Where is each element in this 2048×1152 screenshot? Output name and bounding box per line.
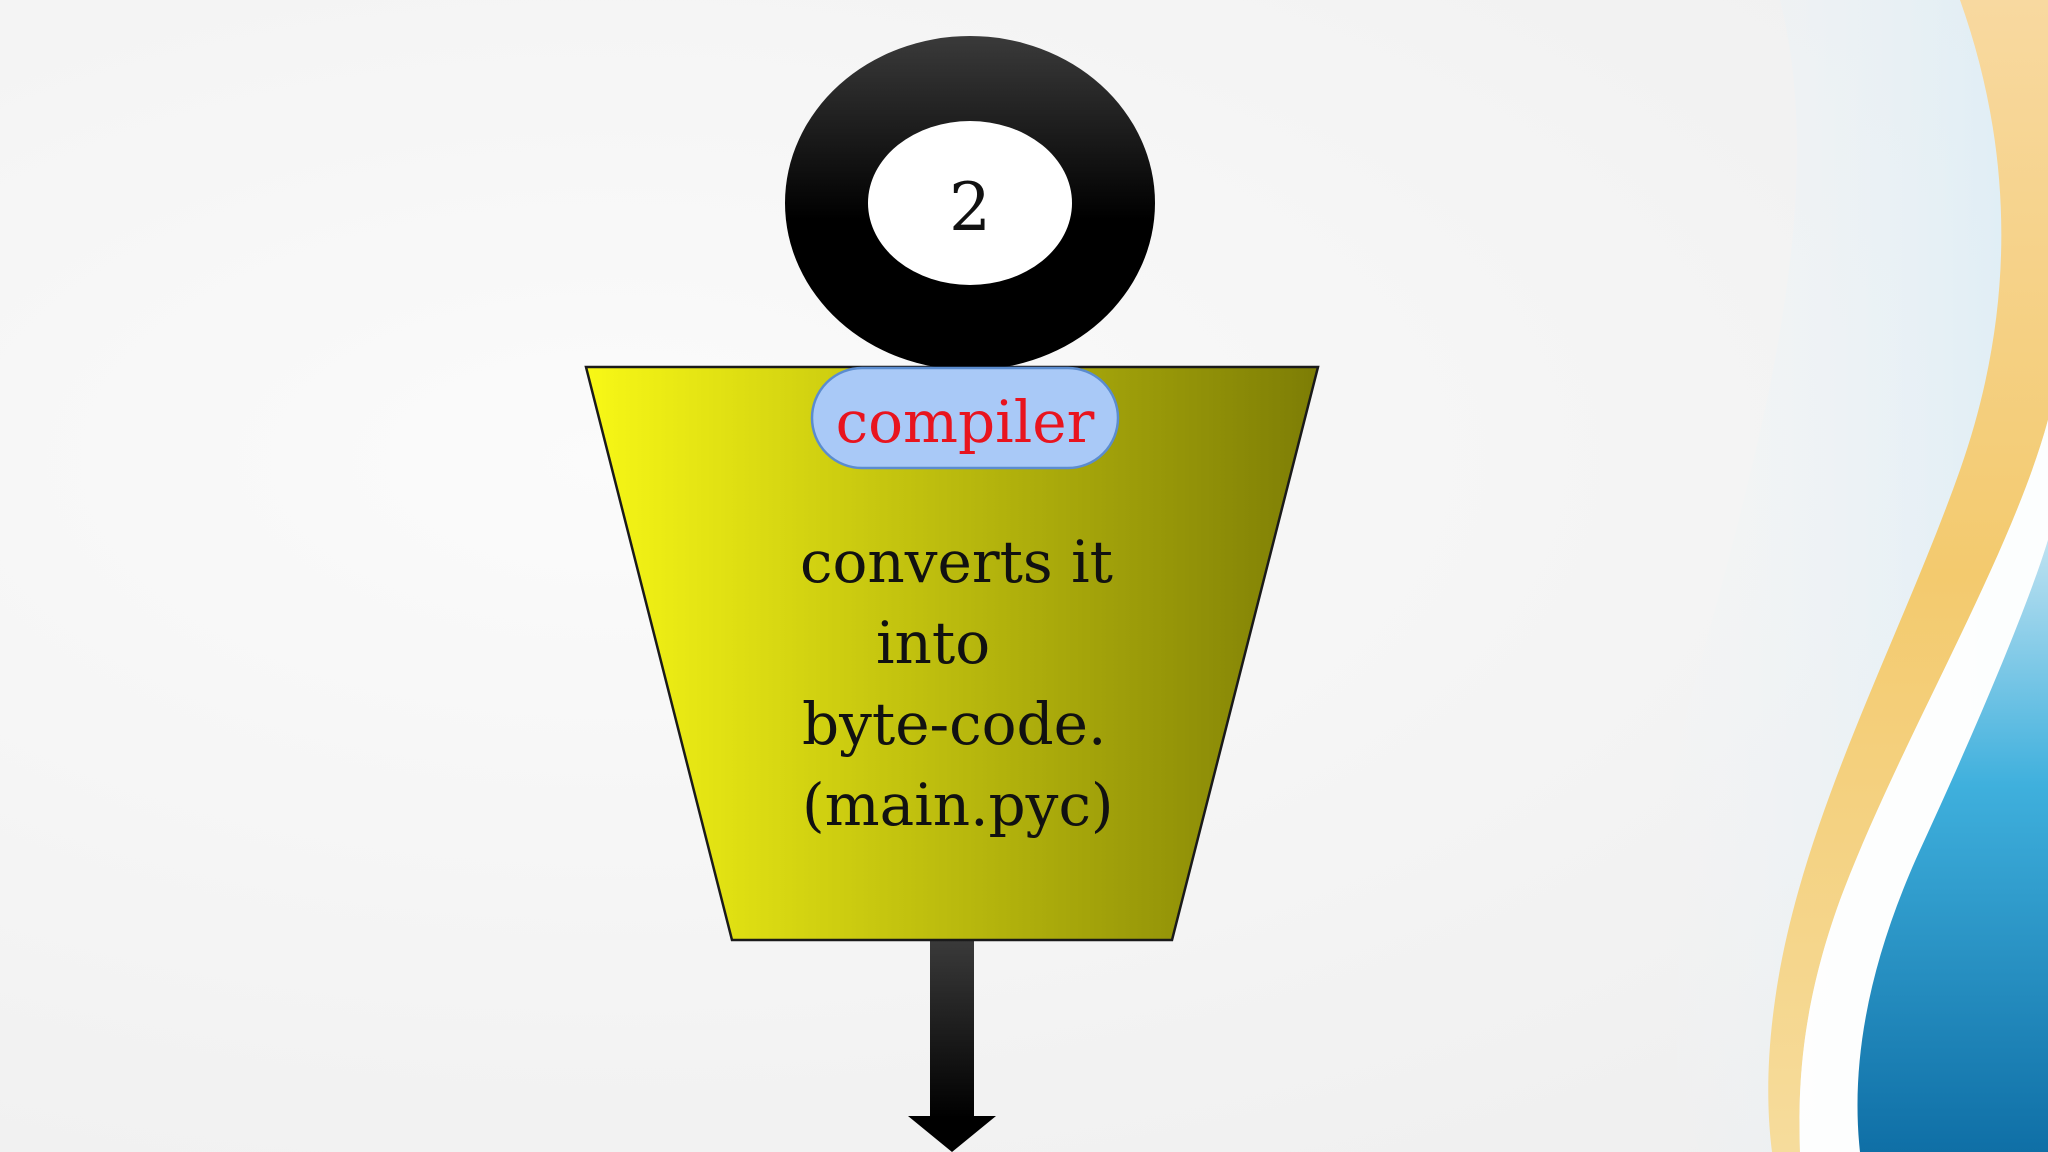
arrow-head	[908, 1116, 996, 1152]
description-line-3: byte-code.	[802, 690, 1106, 758]
description-line-2: into	[876, 609, 990, 677]
ring-inner	[868, 121, 1072, 285]
compiler-badge: compiler	[810, 366, 1120, 470]
decorative-wave-background	[1660, 0, 2048, 1152]
badge-pill	[810, 366, 1120, 470]
arrow-shaft	[930, 940, 974, 1118]
badge-label: compiler	[836, 388, 1095, 456]
white-wave-stripe	[1799, 420, 2048, 1152]
step-number-ring: 2	[785, 36, 1155, 370]
step-number: 2	[949, 169, 991, 246]
stage-description: converts it into byte-code. (main.pyc)	[800, 528, 1114, 839]
description-line-1: converts it	[800, 528, 1113, 596]
blue-wave	[1857, 540, 2048, 1152]
gold-wave	[1768, 0, 2048, 1152]
description-line-4: (main.pyc)	[802, 771, 1114, 839]
down-arrow	[908, 940, 996, 1152]
compiler-funnel	[584, 365, 1320, 942]
